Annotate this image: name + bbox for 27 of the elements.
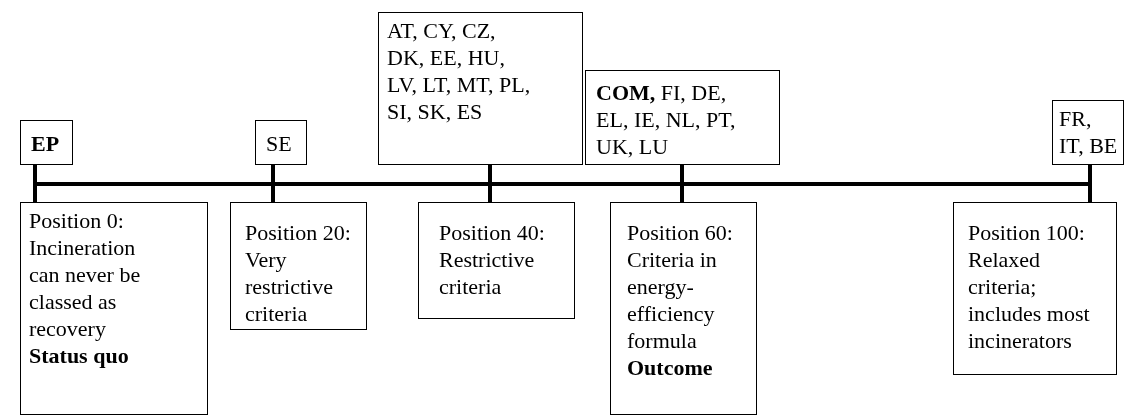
box-text: Position 20: Very restrictive criteria <box>245 219 352 327</box>
box-text: Status quo <box>29 342 130 369</box>
label-box <box>1052 100 1124 165</box>
connector-line <box>33 165 37 202</box>
box-text: Position 40: Restrictive criteria <box>439 219 546 300</box>
box-text: COM, FI, DE, EL, IE, NL, PT, UK, LU <box>596 79 737 160</box>
connector-line <box>680 165 684 202</box>
box-text: Position 60: Criteria in energy-efficiency formula <box>627 219 734 354</box>
label-box <box>20 202 208 415</box>
label-box <box>953 202 1117 375</box>
box-text: FR, IT, BE <box>1059 105 1119 159</box>
box-text: EP <box>31 130 61 157</box>
box-text: SE <box>266 130 293 157</box>
label-box <box>585 70 780 165</box>
connector-line <box>1088 165 1092 202</box>
connector-line <box>488 165 492 202</box>
label-box <box>20 120 73 165</box>
box-text: Outcome <box>627 354 714 381</box>
connector-line <box>271 165 275 202</box>
label-box <box>610 202 757 415</box>
label-box <box>255 120 307 165</box>
label-box <box>230 202 367 330</box>
box-text: AT, CY, CZ, DK, EE, HU, LV, LT, MT, PL, SI, SK, ES <box>387 17 532 125</box>
box-text: Position 0: Incineration can never be classed as recovery <box>29 207 142 342</box>
label-box <box>378 12 583 165</box>
label-box <box>418 202 575 319</box>
box-text: Position 100: Relaxed criteria; includes most incinerators <box>968 219 1091 354</box>
